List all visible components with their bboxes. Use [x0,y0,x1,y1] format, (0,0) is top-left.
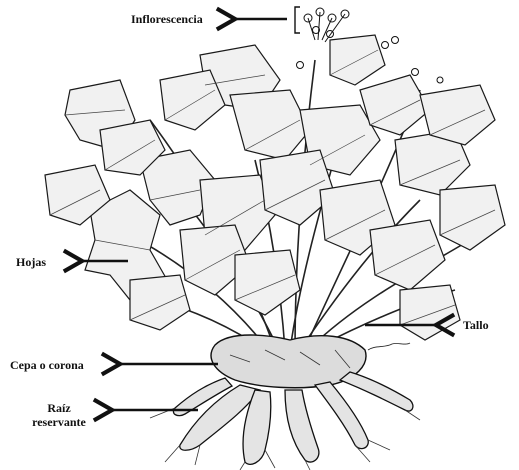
artist-signature [368,343,410,350]
leaf [235,250,300,315]
leaf [440,185,505,250]
label-tallo: Tallo [463,318,489,332]
label-inflorescencia: Inflorescencia [131,12,203,26]
leaf [370,220,445,290]
inflorescence-bracket [295,7,300,33]
flower [297,62,304,69]
leaf [330,35,385,85]
label-hojas: Hojas [16,255,46,269]
label-raiz-reservante: Raíz reservante [18,401,100,429]
label-cepa-o-corona: Cepa o corona [10,358,84,372]
leaves-group [45,35,505,340]
flower [382,42,389,49]
flower [437,77,443,83]
storage-root [285,390,319,462]
flower [392,37,399,44]
storage-root [315,382,368,449]
leaf [230,90,310,160]
storage-root [340,372,413,411]
label-raiz-line1: Raíz [18,401,100,415]
leaf [400,285,460,340]
leaf [130,275,190,330]
label-raiz-line2: reservante [18,415,100,429]
flower [412,69,419,76]
